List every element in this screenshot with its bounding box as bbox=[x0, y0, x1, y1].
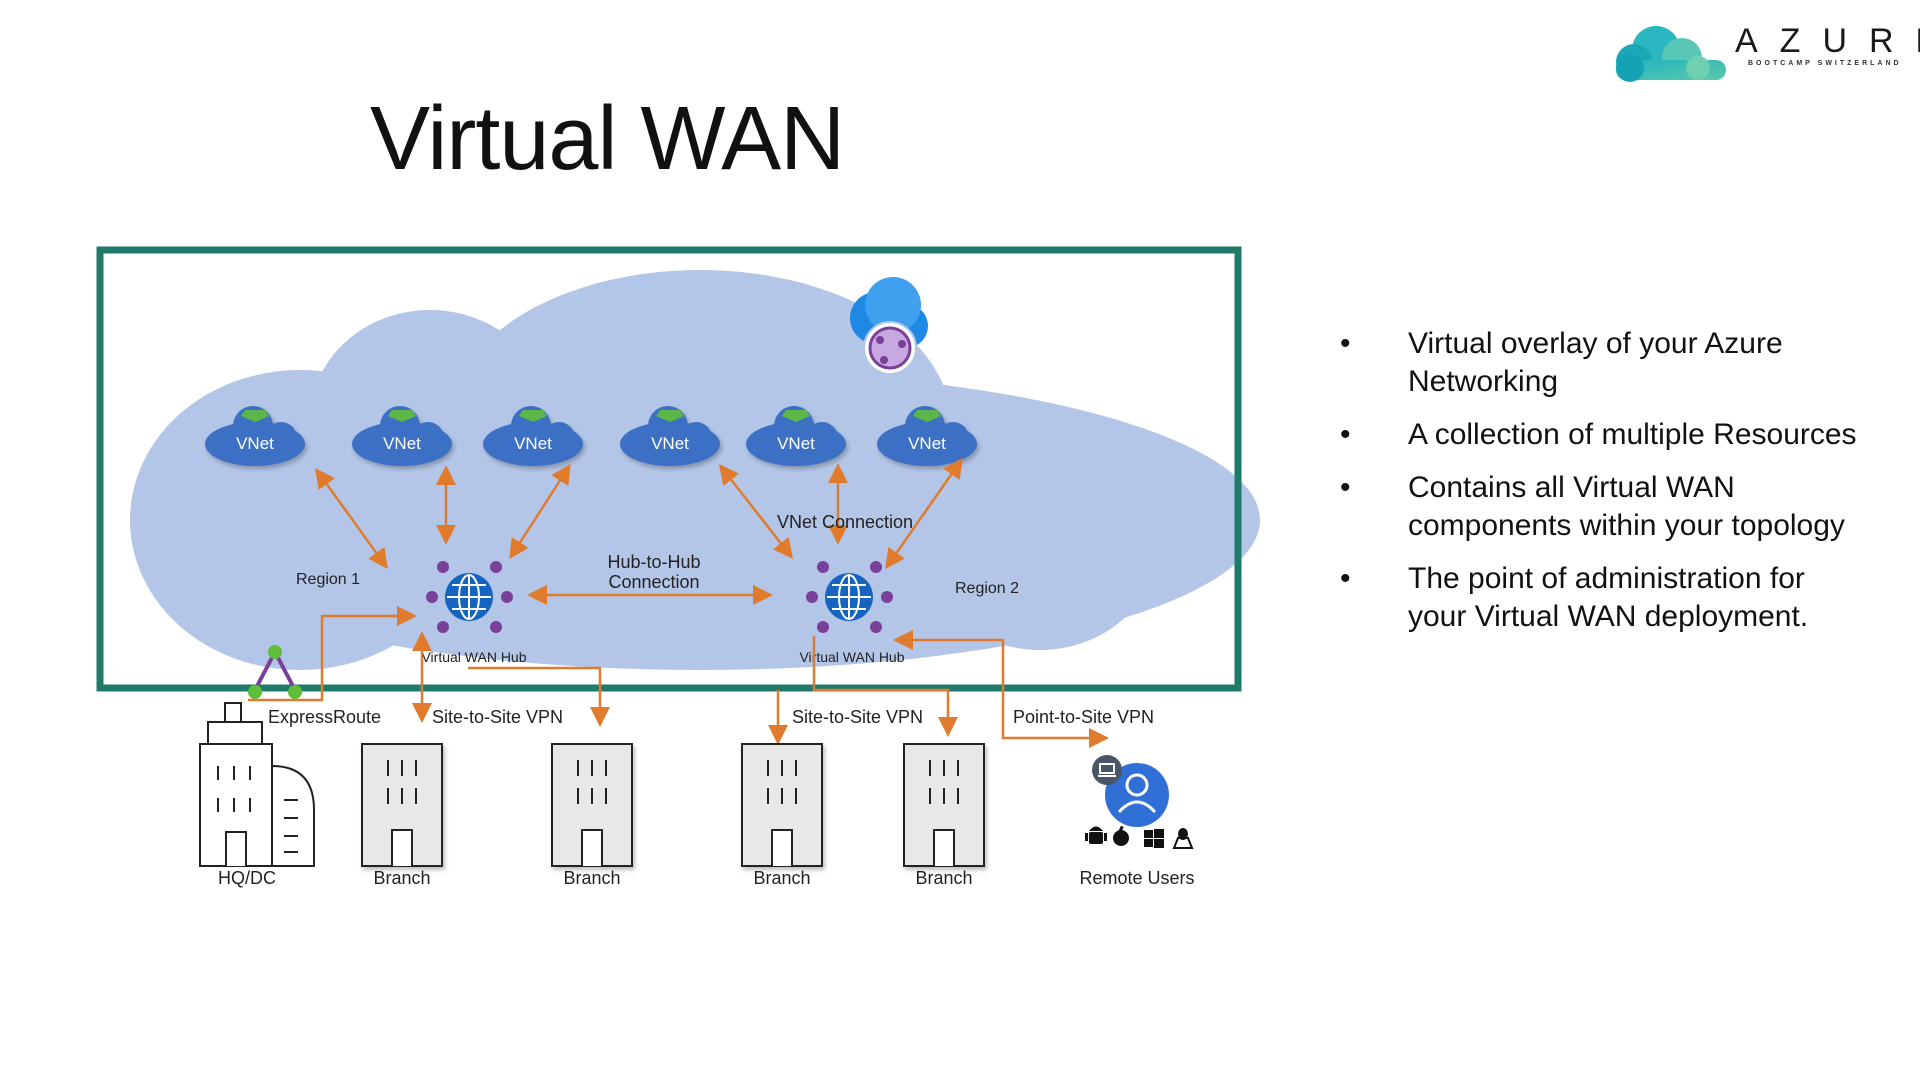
azure-bootcamp-logo bbox=[1616, 26, 1726, 82]
apple-icon bbox=[1113, 825, 1129, 846]
branch-building-icon: Branch bbox=[551, 743, 633, 888]
p2s-vpn-label: Point-to-Site VPN bbox=[1013, 707, 1154, 727]
s2s-vpn-label-2: Site-to-Site VPN bbox=[792, 707, 923, 727]
bullet-text: Virtual overlay of your Azure Networking bbox=[1408, 327, 1783, 398]
branch-building-icon: Branch bbox=[903, 743, 985, 888]
virtual-wan-hub-2-icon bbox=[806, 561, 893, 633]
bullet-dot: • bbox=[1340, 327, 1351, 360]
vnet-cloud-icon: VNet bbox=[620, 406, 720, 466]
branch-building-icon: Branch bbox=[741, 743, 823, 888]
hub-2-label: Virtual WAN Hub bbox=[799, 649, 904, 665]
diagram-frame bbox=[96, 246, 1242, 692]
s2s-vpn-label-1: Site-to-Site VPN bbox=[432, 707, 563, 727]
logo-cloud-icon bbox=[1616, 26, 1726, 82]
bullet-item: • Contains all Virtual WAN components wit… bbox=[1340, 469, 1860, 545]
vnet-cloud-icon: VNet bbox=[746, 406, 846, 466]
logo-wordmark: AZURE bbox=[1735, 22, 1920, 60]
vnet-cloud-icon: VNet bbox=[483, 406, 583, 466]
expressroute-icon bbox=[248, 645, 302, 699]
bullet-item: • The point of administration for your Vi… bbox=[1340, 560, 1860, 636]
vnet-label: VNet bbox=[514, 434, 552, 453]
bullet-dot: • bbox=[1340, 562, 1351, 595]
os-platform-icons bbox=[1085, 825, 1194, 849]
hub-to-hub-label-1: Hub-to-Hub bbox=[607, 552, 700, 572]
site-connection-lines bbox=[248, 606, 1109, 748]
linux-icon bbox=[1172, 828, 1194, 849]
bullet-text: A collection of multiple Resources bbox=[1408, 418, 1857, 451]
vnet-cloud-icon: VNet bbox=[877, 406, 977, 466]
branch-building-icon: Branch bbox=[361, 743, 443, 888]
branch-label: Branch bbox=[915, 868, 972, 888]
expressroute-label: ExpressRoute bbox=[268, 707, 381, 727]
vnet-connection-label: VNet Connection bbox=[777, 512, 913, 532]
remote-user-icon bbox=[1092, 755, 1169, 827]
vnet-cloud-icon: VNet bbox=[352, 406, 452, 466]
hq-dc-label: HQ/DC bbox=[218, 868, 276, 888]
remote-users-label: Remote Users bbox=[1079, 868, 1194, 888]
region-2-label: Region 2 bbox=[955, 580, 1019, 597]
bullet-text: Contains all Virtual WAN components with… bbox=[1408, 471, 1845, 542]
virtual-wan-service-icon bbox=[850, 277, 928, 375]
vnet-cloud-icon: VNet bbox=[205, 406, 305, 466]
hub-1-label: Virtual WAN Hub bbox=[421, 649, 526, 665]
bullet-text: The point of administration for your Vir… bbox=[1408, 562, 1809, 633]
vnet-label: VNet bbox=[383, 434, 421, 453]
region-1-label: Region 1 bbox=[296, 571, 360, 588]
bullet-item: • A collection of multiple Resources bbox=[1340, 416, 1860, 454]
windows-icon bbox=[1144, 829, 1164, 848]
android-icon bbox=[1085, 826, 1107, 844]
vnet-label: VNet bbox=[651, 434, 689, 453]
vnet-label: VNet bbox=[236, 434, 274, 453]
logo-subtitle: BOOTCAMP SWITZERLAND bbox=[1748, 60, 1902, 67]
bullet-list: • Virtual overlay of your Azure Networkin… bbox=[1340, 325, 1860, 651]
bullet-dot: • bbox=[1340, 418, 1351, 451]
hub-to-hub-label-2: Connection bbox=[608, 572, 699, 592]
branch-label: Branch bbox=[373, 868, 430, 888]
hq-dc-building-icon bbox=[199, 702, 315, 867]
bullet-item: • Virtual overlay of your Azure Networkin… bbox=[1340, 325, 1860, 401]
slide-title: Virtual WAN bbox=[370, 89, 845, 189]
vnet-group: VNet VNet VNet VNet VNet VNet bbox=[205, 406, 977, 466]
vnet-connection-arrows bbox=[315, 457, 963, 605]
branch-label: Branch bbox=[753, 868, 810, 888]
bullet-dot: • bbox=[1340, 471, 1351, 504]
branch-label: Branch bbox=[563, 868, 620, 888]
azure-cloud-region bbox=[130, 270, 1260, 670]
vnet-label: VNet bbox=[777, 434, 815, 453]
virtual-wan-hub-1-icon bbox=[426, 561, 513, 633]
vnet-label: VNet bbox=[908, 434, 946, 453]
branch-group: Branch Branch Branch Branch bbox=[361, 743, 985, 888]
